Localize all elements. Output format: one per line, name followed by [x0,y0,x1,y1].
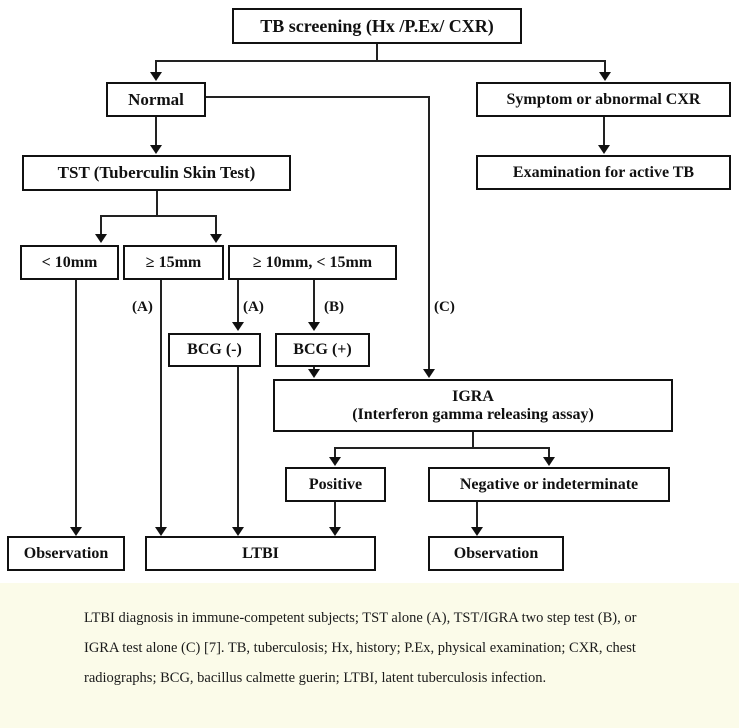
edge-screening-split-bar [155,60,605,62]
edge-normal-to-igra-horizontal [206,96,430,98]
node-observation-right-label: Observation [453,544,539,562]
node-examination-for-active-tb[interactable]: Examination for active TB [476,155,731,190]
arrow-symptom-to-exam [598,145,610,154]
arrow-normal-to-tst [150,145,162,154]
edge-screening-stem [376,44,378,62]
arrow-bcg-positive-to-igra [308,369,320,378]
node-igra-positive[interactable]: Positive [285,467,386,502]
arrow-tst-to-lt10 [95,234,107,243]
edge-screening-to-symptom-drop [604,60,606,73]
edge-label-b-from-mid: (B) [324,299,344,315]
node-ltbi[interactable]: LTBI [145,536,376,571]
edge-lt10-to-observation [75,280,77,528]
edge-tst-split-bar [100,215,216,217]
node-igra-negative-label: Negative or indeterminate [459,475,639,493]
figure-caption: LTBI diagnosis in immune-competent subje… [84,610,637,687]
edge-igra-stem [472,432,474,449]
edge-screening-to-normal-drop [155,60,157,73]
node-tst-lt-10mm-label: < 10mm [41,253,98,271]
node-bcg-positive-label: BCG (+) [293,341,352,359]
node-igra-subtitle: (Interferon gamma releasing assay) [352,405,594,423]
edge-mid-to-bcg-negative [237,280,239,323]
node-tst-10-to-15mm-label: ≥ 10mm, < 15mm [252,253,373,271]
node-tb-screening[interactable]: TB screening (Hx /P.Ex/ CXR) [232,8,522,44]
edge-tst-to-ge15-drop [215,215,217,235]
arrow-ge15-to-ltbi [155,527,167,536]
flowchart-diagram: TB screening (Hx /P.Ex/ CXR) Normal Symp… [7,8,731,571]
arrow-positive-to-ltbi [329,527,341,536]
edge-symptom-to-exam [603,117,605,145]
node-tst-lt-10mm[interactable]: < 10mm [20,245,119,280]
node-tb-screening-label: TB screening (Hx /P.Ex/ CXR) [260,15,494,36]
node-ltbi-label: LTBI [242,544,279,562]
node-tst-ge-15mm[interactable]: ≥ 15mm [123,245,224,280]
edge-label-a-from-ge15: (A) [132,299,153,315]
arrow-igra-to-positive [329,457,341,466]
arrow-igra-to-negative [543,457,555,466]
edge-tst-stem [156,191,158,216]
node-bcg-negative-label: BCG (-) [187,341,242,359]
arrow-screening-to-symptom [599,72,611,81]
node-bcg-positive[interactable]: BCG (+) [275,333,370,367]
node-tst-10-to-15mm[interactable]: ≥ 10mm, < 15mm [228,245,397,280]
arrow-mid-to-bcg-negative [232,322,244,331]
edge-igra-to-positive-drop [334,447,336,459]
node-igra[interactable]: IGRA (Interferon gamma releasing assay) [273,379,673,432]
node-bcg-negative[interactable]: BCG (-) [168,333,261,367]
edge-bcg-negative-to-ltbi [237,367,239,528]
edge-negative-to-observation [476,502,478,528]
edge-positive-to-ltbi [334,502,336,528]
node-observation-left-label: Observation [23,544,109,562]
node-exam-active-tb-label: Examination for active TB [512,163,695,181]
node-igra-positive-label: Positive [308,475,363,493]
edge-ge15-to-ltbi [160,280,162,528]
caption-area: LTBI diagnosis in immune-competent subje… [0,583,739,728]
edge-igra-split-bar [334,447,549,449]
node-symptom-label: Symptom or abnormal CXR [506,90,701,108]
node-observation-right[interactable]: Observation [428,536,564,571]
node-observation-left[interactable]: Observation [7,536,125,571]
node-tst[interactable]: TST (Tuberculin Skin Test) [22,155,291,191]
edge-normal-to-tst [155,117,157,145]
edge-mid-to-bcg-positive [313,280,315,323]
node-normal[interactable]: Normal [106,82,206,117]
arrow-screening-to-normal [150,72,162,81]
node-igra-title: IGRA [452,387,494,405]
arrow-bcg-negative-to-ltbi [232,527,244,536]
node-symptom-or-abnormal-cxr[interactable]: Symptom or abnormal CXR [476,82,731,117]
arrow-tst-to-ge15 [210,234,222,243]
node-normal-label: Normal [128,89,184,109]
node-igra-negative-indeterminate[interactable]: Negative or indeterminate [428,467,670,502]
edge-normal-to-igra-vertical [428,96,430,369]
arrow-mid-to-bcg-positive [308,322,320,331]
edge-label-c: (C) [434,299,455,315]
arrow-c-to-igra [423,369,435,378]
edge-tst-to-lt10-drop [100,215,102,235]
edge-igra-to-negative-drop [548,447,550,459]
arrow-negative-to-observation [471,527,483,536]
arrow-lt10-to-observation [70,527,82,536]
node-tst-label: TST (Tuberculin Skin Test) [57,163,256,183]
node-tst-ge-15mm-label: ≥ 15mm [145,253,202,271]
edge-label-a-from-mid: (A) [243,299,264,315]
